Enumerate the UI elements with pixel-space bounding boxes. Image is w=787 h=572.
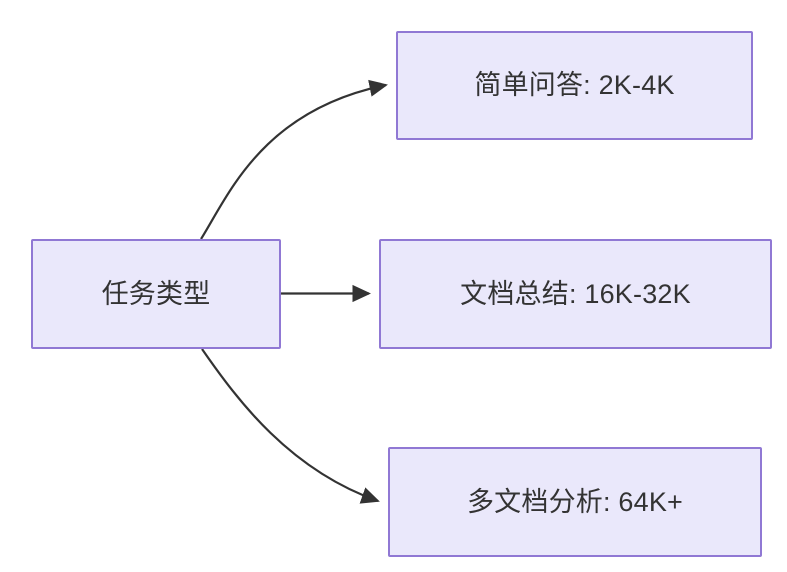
node-task-type-label: 任务类型: [101, 278, 211, 309]
node-simple-qa[interactable]: 简单问答: 2K-4K: [396, 31, 753, 140]
node-simple-qa-label: 简单问答: 2K-4K: [474, 70, 675, 101]
node-multi-doc-label: 多文档分析: 64K+: [466, 486, 683, 517]
node-doc-summary[interactable]: 文档总结: 16K-32K: [379, 239, 772, 349]
node-multi-doc[interactable]: 多文档分析: 64K+: [388, 447, 762, 557]
node-doc-summary-label: 文档总结: 16K-32K: [460, 278, 691, 309]
edge-task-type-to-simple-qa: [200, 79, 388, 240]
node-task-type[interactable]: 任务类型: [31, 239, 281, 349]
edge-task-type-to-multi-doc: [201, 348, 380, 504]
